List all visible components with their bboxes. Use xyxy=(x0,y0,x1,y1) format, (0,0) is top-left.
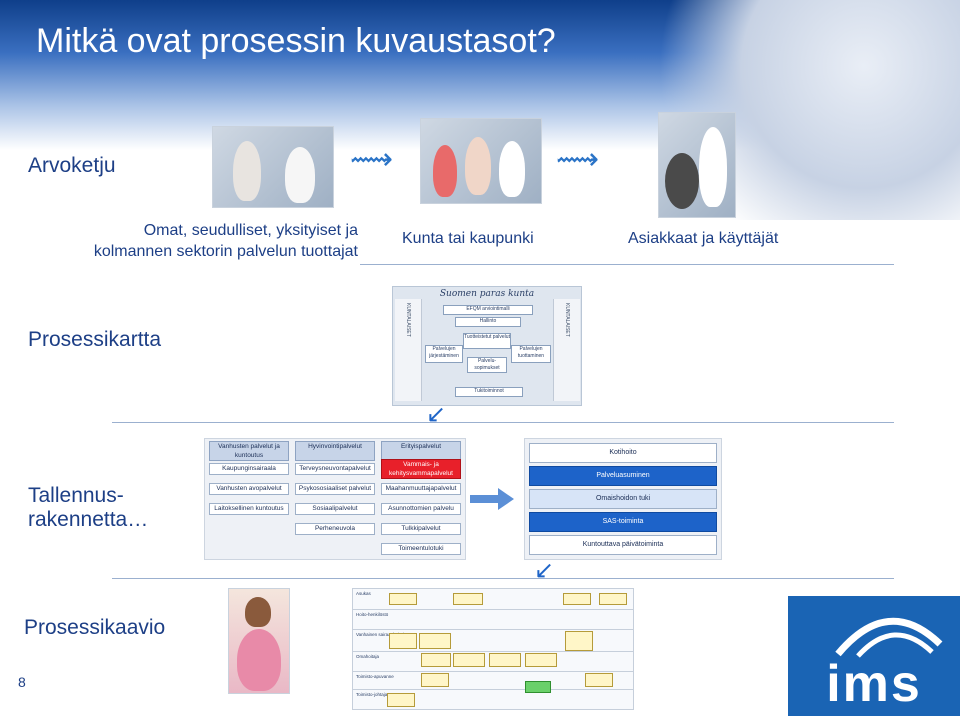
table-header: Vanhusten palvelut ja kuntoutus xyxy=(209,441,289,461)
list-item: Kotihoito xyxy=(529,443,717,463)
tukitoiminnot-box: Tukitoiminnot xyxy=(455,387,523,397)
page-title: Mitkä ovat prosessin kuvaustasot? xyxy=(36,22,556,60)
flow-step xyxy=(389,633,417,649)
process-map-title: Suomen paras kunta xyxy=(439,289,535,299)
section-prosessikartta: Prosessikartta xyxy=(28,328,162,351)
table-header: Hyvinvointipalvelut xyxy=(295,441,375,461)
flow-step xyxy=(421,653,451,667)
flow-step xyxy=(525,653,557,667)
service-table-panel: Vanhusten palvelut ja kuntoutus Hyvinvoi… xyxy=(204,438,466,560)
section-tallennus-line2: rakennetta… xyxy=(28,508,149,531)
exercise-group-photo xyxy=(420,118,542,204)
divider-line xyxy=(360,264,894,265)
right-arrow-icon xyxy=(470,488,514,510)
customers-caption: Asiakkaat ja käyttäjät xyxy=(628,230,779,247)
down-left-arrow-icon-2: ↙ xyxy=(534,557,555,584)
flow-step xyxy=(563,593,591,605)
flow-step-green xyxy=(525,681,551,693)
wave-arrow-icon: ⟿ xyxy=(350,143,394,176)
table-cell: Vanhusten avopalvelut xyxy=(209,483,289,495)
divider-line-3 xyxy=(112,578,894,579)
flow-lane: Asukas xyxy=(356,591,371,596)
wheelchair-nurse-photo xyxy=(658,112,736,218)
flow-step xyxy=(453,653,485,667)
process-map-left-strip: KUNTALAISET xyxy=(395,299,422,401)
flow-step xyxy=(389,593,417,605)
table-cell: Maahanmuuttajapalvelut xyxy=(381,483,461,495)
table-cell: Tulkkipalvelut xyxy=(381,523,461,535)
service-list-panel: Kotihoito Palveluasuminen Omaishoidon tu… xyxy=(524,438,722,560)
flow-lane: Toimisto-apuvanne xyxy=(353,671,633,690)
process-map-thumbnail: Suomen paras kunta KUNTALAISET KUNTALAIS… xyxy=(392,286,582,406)
wave-arrow-icon-2: ⟿ xyxy=(556,143,600,176)
providers-caption-line2: kolmannen sektorin palvelun tuottajat xyxy=(93,243,358,260)
table-cell: Perheneuvola xyxy=(295,523,375,535)
table-header: Erityispalvelut xyxy=(381,441,461,461)
tuotteistetut-box: Tuotteistetut palvelut xyxy=(463,333,511,349)
flow-step xyxy=(565,631,593,651)
hallinto-box: Hallinto xyxy=(455,317,521,327)
flow-step xyxy=(421,673,449,687)
divider-line-2 xyxy=(112,422,894,423)
nurse-photo xyxy=(228,588,290,694)
table-cell: Vammais- ja kehitysvammapalvelut xyxy=(381,459,461,479)
list-item: SAS-toiminta xyxy=(529,512,717,532)
logo-swoosh-icon xyxy=(835,617,943,658)
flow-step xyxy=(599,593,627,605)
section-arvoketju: Arvoketju xyxy=(28,154,116,177)
flow-lane: Toimisto-johtaja xyxy=(353,689,633,710)
table-cell: Psykososiaaliset palvelut xyxy=(295,483,375,495)
flow-lane: Hoito-henkilöstö xyxy=(353,609,633,630)
ims-logo: ims xyxy=(788,596,960,716)
table-cell: Kaupunginsairaala xyxy=(209,463,289,475)
section-prosessikaavio: Prosessikaavio xyxy=(24,616,166,639)
list-item: Palveluasuminen xyxy=(529,466,717,486)
table-cell: Toimeentulotuki xyxy=(381,543,461,555)
list-item: Kuntouttava päivätoiminta xyxy=(529,535,717,555)
flow-step xyxy=(585,673,613,687)
tuottaminen-box: Palvelujen tuottaminen xyxy=(511,345,551,363)
flow-step xyxy=(489,653,521,667)
table-cell: Terveysneuvontapalvelut xyxy=(295,463,375,475)
flow-lane: Vanhainen sairaanhoitaja xyxy=(353,629,633,652)
list-item: Omaishoidon tuki xyxy=(529,489,717,509)
sopimukset-box: Palvelu-sopimukset xyxy=(467,357,507,373)
flow-step xyxy=(387,693,415,707)
municipality-caption: Kunta tai kaupunki xyxy=(402,230,534,247)
table-cell: Sosiaalipalvelut xyxy=(295,503,375,515)
flow-lane: Omahoitaja xyxy=(353,651,633,672)
flow-step xyxy=(419,633,451,649)
table-cell: Laitoksellinen kuntoutus xyxy=(209,503,289,515)
table-cell: Asunnottomien palvelu xyxy=(381,503,461,515)
providers-caption-line1: Omat, seudulliset, yksityiset ja xyxy=(143,222,358,239)
jarjestaminen-box: Palvelujen järjestäminen xyxy=(425,345,463,363)
flow-step xyxy=(453,593,483,605)
process-map-right-strip: KUNTALAISET xyxy=(553,299,580,401)
section-tallennus-line1: Tallennus- xyxy=(28,484,124,507)
doctor-patient-photo xyxy=(212,126,334,208)
ims-logo-text: ims xyxy=(826,655,922,713)
down-left-arrow-icon: ↙ xyxy=(426,401,447,428)
page-number: 8 xyxy=(18,674,26,690)
process-flowchart-thumbnail: Asukas Hoito-henkilöstö Vanhainen sairaa… xyxy=(352,588,634,710)
efqm-box: EFQM arviointimalli xyxy=(443,305,533,315)
